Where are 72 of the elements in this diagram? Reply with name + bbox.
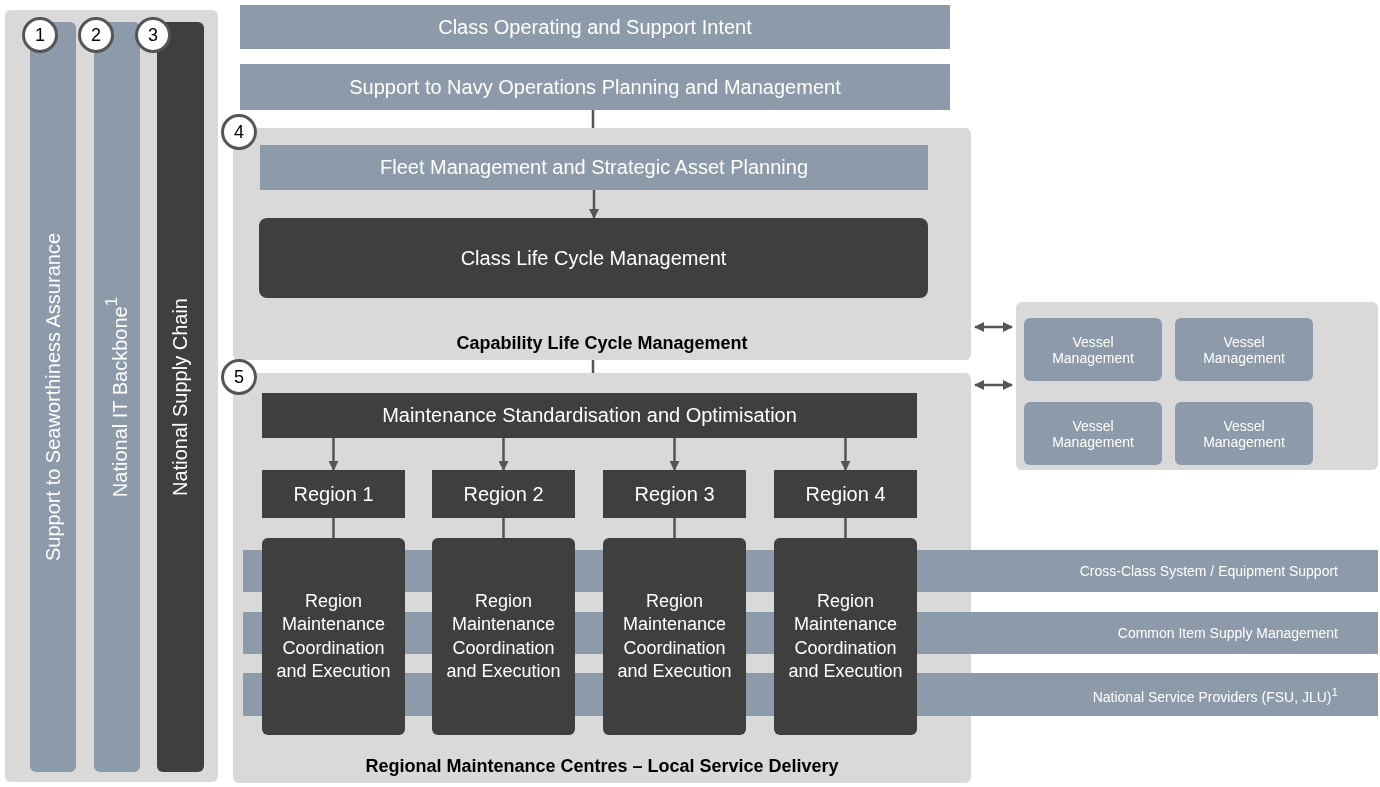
band-label: National Supply Chain bbox=[169, 298, 192, 496]
box-label: Vessel Management bbox=[1203, 333, 1285, 366]
arrow bbox=[974, 380, 1013, 390]
box-label: Region 4 bbox=[805, 482, 886, 506]
box-label: Vessel Management bbox=[1052, 417, 1134, 450]
arrow bbox=[328, 438, 339, 471]
region-box bbox=[262, 470, 405, 518]
box-label: Maintenance Standardisation and Optimisation bbox=[382, 404, 797, 427]
horizontal-band bbox=[916, 673, 1378, 716]
arrow bbox=[974, 322, 1013, 332]
box-label: Region 3 bbox=[634, 482, 715, 506]
region-box bbox=[262, 538, 405, 735]
number-label: 1 bbox=[35, 24, 45, 46]
box-label: Region Maintenance Coordination and Execution bbox=[787, 589, 904, 683]
region-box bbox=[432, 470, 575, 518]
number-circle bbox=[221, 359, 257, 395]
number-circle bbox=[221, 114, 257, 150]
vertical-band bbox=[157, 22, 204, 772]
arrow bbox=[669, 438, 680, 471]
box-label: Class Operating and Support Intent bbox=[438, 15, 752, 39]
group-panel bbox=[1016, 302, 1378, 470]
connector-line bbox=[591, 360, 595, 373]
arrow bbox=[498, 438, 509, 471]
box-label: Region Maintenance Coordination and Execution bbox=[275, 589, 392, 683]
connector-line bbox=[844, 518, 847, 538]
horizontal-band bbox=[916, 550, 1378, 592]
arrow bbox=[589, 190, 599, 219]
box-label: Fleet Management and Strategic Asset Planning bbox=[379, 156, 808, 179]
box-label: Common Item Supply Management bbox=[1117, 625, 1338, 641]
connector-line bbox=[673, 518, 676, 538]
process-box bbox=[259, 218, 928, 298]
process-bar bbox=[260, 145, 928, 190]
connector-line bbox=[502, 518, 505, 538]
region-box bbox=[774, 470, 917, 518]
arrow bbox=[840, 438, 851, 471]
number-label: 5 bbox=[234, 366, 244, 388]
band-label: Support to Seaworthiness Assurance bbox=[41, 233, 65, 561]
vertical-band bbox=[30, 22, 76, 772]
box-label: Region 1 bbox=[293, 482, 374, 506]
process-box bbox=[1024, 402, 1162, 465]
connector-line bbox=[591, 110, 595, 128]
process-box bbox=[1024, 318, 1162, 381]
box-label: Class Life Cycle Management bbox=[460, 246, 727, 270]
box-label: Region Maintenance Coordination and Execution bbox=[616, 589, 733, 683]
process-bar bbox=[240, 5, 950, 49]
number-circle bbox=[78, 17, 114, 53]
box-label: Cross-Class System / Equipment Support bbox=[1079, 563, 1338, 579]
region-box bbox=[774, 538, 917, 735]
process-box bbox=[1175, 402, 1313, 465]
process-bar bbox=[262, 393, 917, 438]
group-title: Regional Maintenance Centres – Local Service Delivery bbox=[364, 756, 840, 777]
number-circle bbox=[22, 17, 58, 53]
process-box bbox=[1175, 318, 1313, 381]
box-label: Support to Navy Operations Planning and Management bbox=[349, 75, 841, 99]
region-box bbox=[603, 470, 746, 518]
number-label: 4 bbox=[234, 121, 244, 143]
vertical-band bbox=[94, 22, 140, 772]
left-panel bbox=[5, 10, 218, 782]
region-box bbox=[432, 538, 575, 735]
box-label: Vessel Management bbox=[1052, 333, 1134, 366]
number-label: 2 bbox=[91, 24, 101, 46]
number-label: 3 bbox=[148, 24, 158, 46]
horizontal-band bbox=[916, 612, 1378, 654]
group-title: Capability Life Cycle Management bbox=[455, 333, 749, 354]
process-bar bbox=[240, 64, 950, 110]
box-label: Vessel Management bbox=[1203, 417, 1285, 450]
box-label: Region 2 bbox=[463, 482, 544, 506]
box-label: Region Maintenance Coordination and Execution bbox=[445, 589, 562, 683]
connector-line bbox=[332, 518, 335, 538]
number-circle bbox=[135, 17, 171, 53]
region-box bbox=[603, 538, 746, 735]
box-label: National Service Providers (FSU, JLU)$^{1}$ bbox=[1092, 684, 1338, 705]
